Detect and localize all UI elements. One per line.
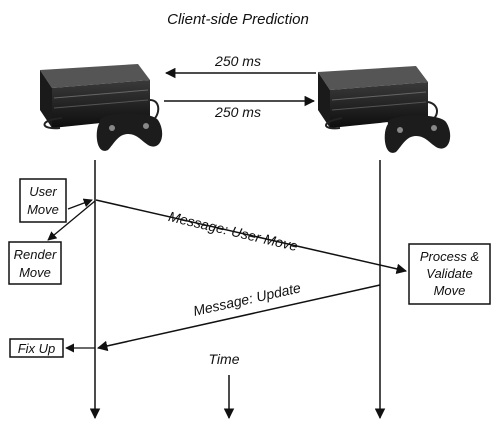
latency-label-top: 250 ms (214, 53, 261, 69)
user-move-box: User Move (19, 178, 67, 223)
gamepad-icon (96, 113, 163, 151)
process-validate-label: Move (434, 283, 466, 298)
process-validate-move-box: Process & Validate Move (408, 243, 491, 305)
user-move-label: Move (27, 202, 59, 217)
message-update-arrow (96, 284, 381, 352)
render-move-label: Move (19, 265, 51, 280)
process-validate-label: Validate (426, 266, 473, 281)
fix-up-label: Fix Up (18, 341, 56, 356)
render-move-label: Render (14, 247, 57, 262)
time-label: Time (209, 351, 240, 367)
render-move-arrow (47, 200, 96, 241)
fix-up-box: Fix Up (9, 338, 64, 358)
gamepad-icon (384, 115, 451, 153)
diagram-title: Client-side Prediction (167, 11, 309, 28)
user-move-label: User (29, 184, 57, 199)
render-move-box: Render Move (8, 241, 62, 285)
message-user-move-arrow (95, 199, 408, 275)
message-update-label: Message: Update (192, 279, 303, 319)
latency-label-bottom: 250 ms (214, 104, 261, 120)
process-validate-label: Process & (420, 249, 479, 264)
user-move-to-timeline-arrow (67, 198, 93, 210)
message-user-move-label: Message: User Move (167, 208, 300, 254)
